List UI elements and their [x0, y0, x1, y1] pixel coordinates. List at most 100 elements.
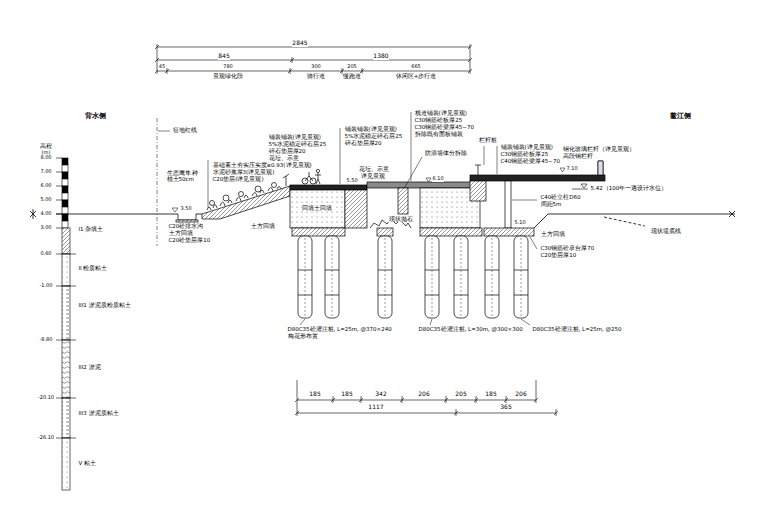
landscape-slope — [239, 192, 244, 197]
annotation-label: 基础素土夯实压实度≥0.93(详见景观) — [212, 162, 312, 168]
annotation-label: II 粉质粘土 — [78, 265, 108, 271]
annotation-label: -20.10 — [37, 395, 54, 401]
annotation-label: -26.10 — [37, 435, 54, 441]
annotation-label: 生态鹰隼 种植土50cm — [166, 170, 201, 183]
annotation-label: C40钢筋砼梁厚45~70 — [500, 158, 560, 164]
landscape-slope — [202, 186, 290, 219]
piles — [485, 236, 499, 318]
annotation-label: 梅花形布置 — [287, 333, 318, 339]
drainage-ditch — [176, 220, 198, 222]
landscape-slope — [207, 187, 281, 211]
annotation-label: 5.10 — [514, 220, 526, 226]
ground-line — [604, 217, 645, 226]
right-structure — [470, 175, 605, 181]
annotation-label: C30钢筋砼梁厚45~70 — [414, 124, 474, 130]
annotation-label: 845 — [218, 53, 230, 60]
annotation-label: 6.00 — [40, 183, 52, 189]
annotation-label: 鳌江侧 — [669, 112, 691, 120]
annotation-label: 骑行道 — [307, 73, 326, 79]
annotation-label: -8.80 — [39, 337, 53, 343]
dimension-text: 185 — [309, 391, 321, 398]
leader-lines — [512, 200, 537, 201]
top-dimensions — [157, 60, 470, 61]
annotation-label: D80C35砼灌注桩, L=25m, @250 — [532, 326, 622, 332]
ground-line — [30, 209, 36, 219]
leader-lines — [300, 319, 530, 325]
landscape-slope — [202, 174, 290, 219]
elevation-marks — [172, 168, 565, 212]
ground-line — [534, 214, 735, 228]
water-level — [572, 189, 588, 190]
elevation-scale — [56, 158, 68, 228]
bottom-dimensions — [295, 380, 558, 416]
annotation-label: 慢跑道 — [343, 73, 362, 79]
annotation-label: D80C35砼灌注桩, L=25m, @370×240 — [287, 326, 392, 332]
water-level — [581, 184, 587, 188]
right-structure — [484, 228, 534, 236]
annotation-label: C20垫层(详见景观) — [212, 176, 264, 182]
annotation-label: 45 — [158, 64, 165, 70]
dimension-text: 185 — [341, 391, 353, 398]
elevation-marks — [172, 208, 178, 212]
bottom-dimensions — [295, 398, 558, 415]
elevation-scale — [62, 193, 68, 200]
soil-column — [62, 286, 70, 340]
soil-column — [56, 254, 76, 438]
elevation-marks — [426, 178, 431, 182]
annotation-label: 花坛、示意 — [268, 155, 299, 161]
people-figures — [305, 172, 313, 181]
annotation-label: 205 — [347, 64, 358, 70]
annotation-label: 间距5m — [540, 201, 562, 207]
annotation-label: 300 — [311, 64, 322, 70]
annotation-label: 栏杆桩 — [478, 137, 497, 143]
right-structure — [598, 161, 603, 175]
annotation-label: 5%水泥稳定碎石层25 — [268, 141, 327, 147]
left-structure — [292, 228, 345, 236]
leader-lines — [530, 237, 537, 249]
piles — [298, 236, 528, 318]
right-structure — [470, 181, 486, 201]
annotation-label: 6.10 — [432, 176, 444, 182]
elevation-scale — [56, 158, 62, 228]
annotation-label: 景观绿化段 — [213, 73, 244, 79]
ground-line — [729, 211, 735, 217]
annotation-label: 回填土回填 — [302, 205, 333, 211]
annotation-label: 休闲区+步行道 — [395, 73, 437, 79]
annotation-label: 现状抛石 — [388, 216, 413, 222]
annotation-label: 详见景观 — [360, 173, 385, 179]
leader-lines — [484, 146, 485, 165]
elevation-scale — [62, 172, 68, 179]
leader-lines — [405, 157, 422, 187]
annotation-label: 征地红线 — [172, 127, 197, 133]
middle-structure — [420, 228, 482, 236]
drainage-ditch — [178, 214, 196, 220]
soil-column — [62, 398, 70, 438]
annotation-label: 现状堤底线 — [650, 228, 681, 234]
elevation-scale — [62, 158, 68, 165]
drainage-ditch — [176, 214, 198, 222]
piles — [305, 238, 521, 316]
annotation-label: V 粘土 — [78, 460, 97, 466]
annotation-label: 铺装铺装(详见景观) — [500, 144, 553, 150]
piles — [325, 236, 339, 318]
piles — [298, 270, 528, 295]
soil-column — [62, 228, 70, 254]
annotation-label: C20垫层厚10 — [540, 252, 577, 258]
piles — [378, 236, 392, 318]
annotation-label: 钢化玻璃栏杆（详见景观） — [562, 146, 635, 152]
annotation-label: C30钢筋砼板厚25 — [414, 117, 463, 123]
annotation-label: I1 杂填土 — [78, 226, 104, 232]
right-structure — [475, 165, 481, 175]
top-dimensions — [157, 44, 470, 74]
annotation-label: -1.00 — [39, 283, 53, 289]
annotation-label: C30钢筋砼板厚25 — [500, 151, 549, 157]
annotation-label: 665 — [411, 64, 422, 70]
dimension-text: 206 — [515, 391, 527, 398]
elevation-scale — [62, 207, 68, 214]
annotation-label: 高程 — [40, 143, 53, 149]
annotation-label: 7.10 — [566, 166, 578, 172]
annotation-label: 0.60 — [40, 251, 52, 257]
top-dimensions — [155, 45, 472, 62]
